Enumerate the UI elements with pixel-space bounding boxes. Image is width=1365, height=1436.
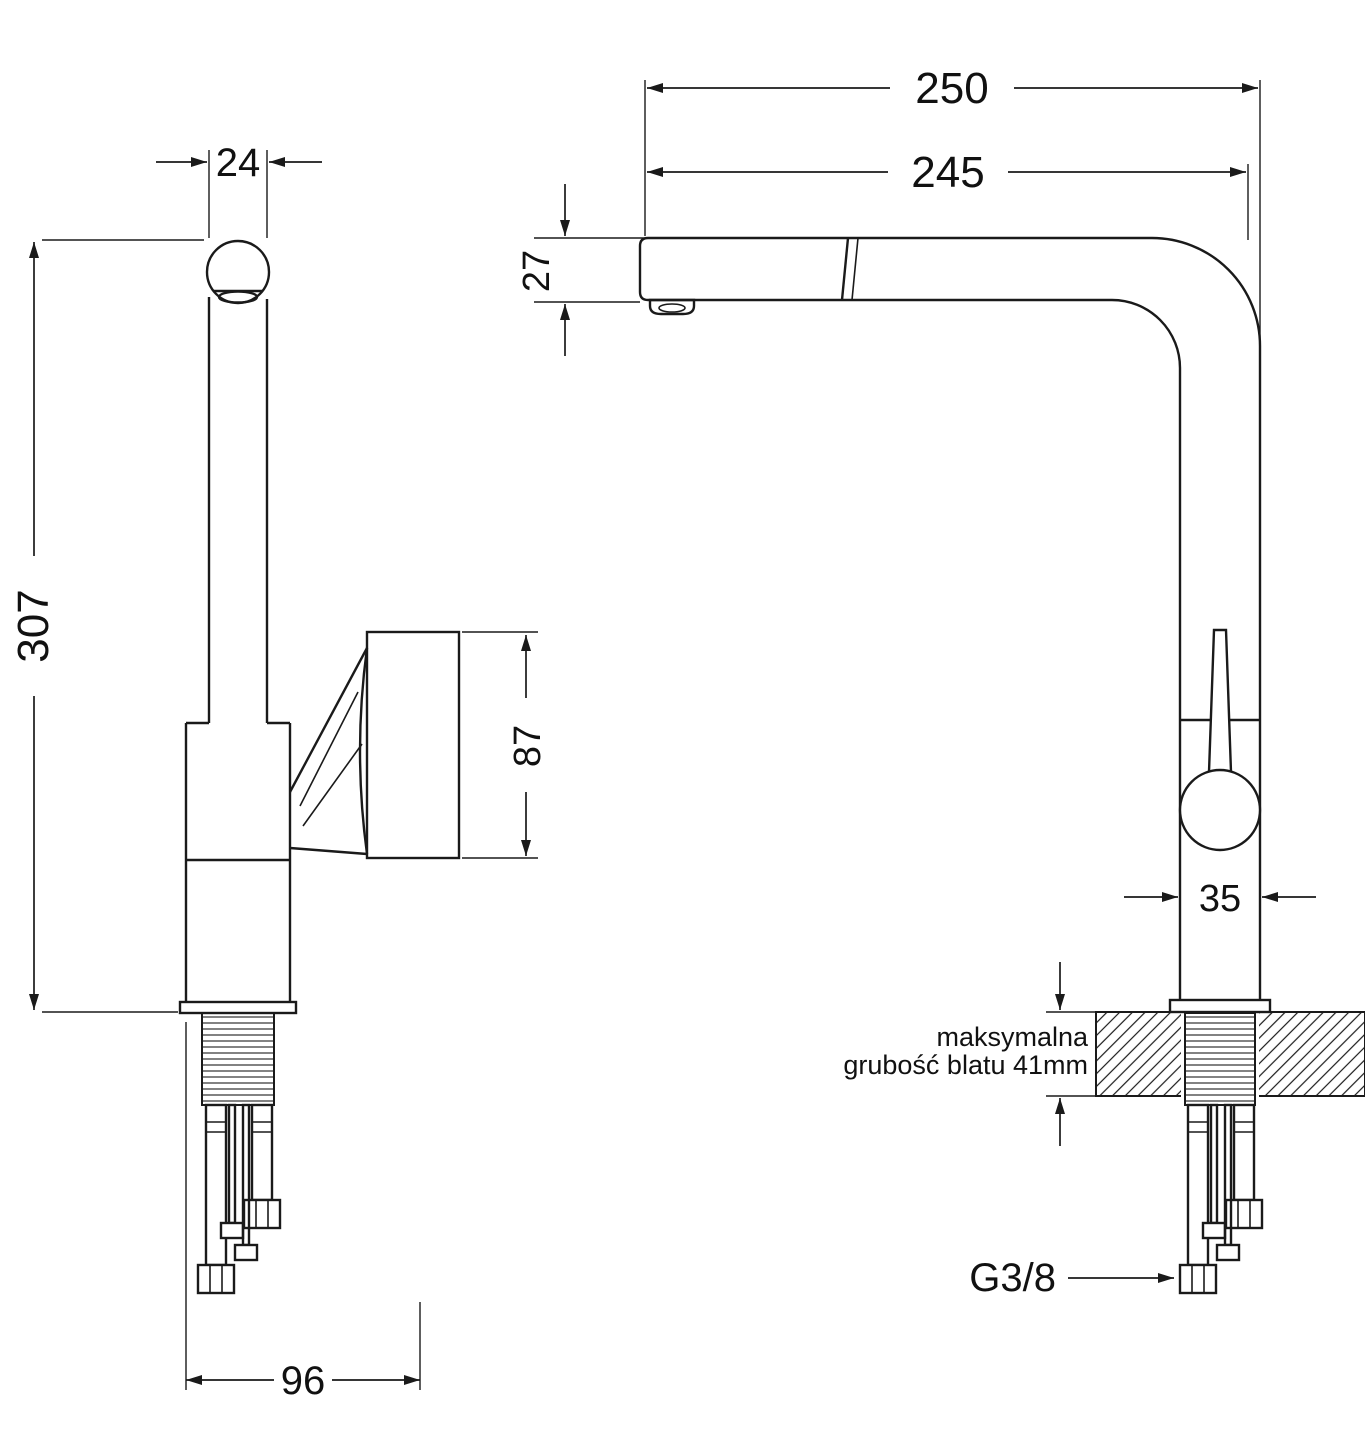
dim-250: 250 [644, 62, 1261, 344]
dim-96-label: 96 [281, 1359, 326, 1403]
threaded-shank [1184, 1012, 1256, 1106]
dim-87-label: 87 [507, 725, 549, 767]
spout-outlet-circle [205, 239, 271, 305]
dim-307: 307 [9, 239, 204, 1013]
hose-left [204, 1103, 228, 1267]
handle-lever-front [1207, 628, 1233, 774]
dim-35-label: 35 [1199, 878, 1241, 920]
handle-lever-side [365, 630, 461, 860]
stud-nut [233, 1243, 259, 1262]
mounting-hardware-side [196, 1103, 282, 1295]
dim-250-label: 250 [915, 64, 988, 113]
counter-note-line1: maksymalna [936, 1022, 1089, 1052]
counter-note-line2: grubość blatu 41mm [843, 1050, 1088, 1080]
dim-24: 24 [156, 141, 322, 238]
dim-307-label: 307 [9, 589, 58, 662]
dim-27-label: 27 [516, 250, 558, 292]
aerator-side [217, 290, 259, 304]
handle-ball-joint [1178, 768, 1262, 852]
handle-cone [288, 647, 369, 856]
pullout-split-line [840, 237, 850, 301]
dim-96: 96 [185, 1022, 421, 1404]
spout-head-end [638, 236, 649, 302]
side-view [178, 239, 461, 1295]
base-flange [1168, 998, 1272, 1014]
mounting-stud [1209, 1103, 1219, 1225]
hose-nut [1178, 1263, 1218, 1295]
hose-nut [196, 1263, 236, 1295]
mounting-stud [227, 1103, 237, 1225]
dim-245-label: 245 [911, 148, 984, 197]
dim-87: 87 [462, 631, 549, 859]
stud-nut [219, 1221, 245, 1240]
aerator-front [648, 298, 696, 316]
dim-27: 27 [516, 184, 646, 356]
dim-24-label: 24 [216, 141, 261, 185]
dim-245: 245 [647, 148, 1249, 240]
thread-size-label: G3/8 [969, 1256, 1056, 1300]
front-view [638, 236, 1365, 1295]
mounting-hardware-front [1178, 1103, 1264, 1295]
spout-outer-curve [1151, 236, 1262, 347]
thread-size-callout: G3/8 [969, 1256, 1174, 1300]
hose-right [250, 1103, 274, 1202]
hose-right [1232, 1103, 1256, 1202]
stud-nut [1215, 1243, 1241, 1262]
spout-inner-curve [1111, 298, 1182, 369]
dim-35: 35 [1124, 876, 1316, 920]
stud-nut [1201, 1221, 1227, 1240]
hose-left [1186, 1103, 1210, 1267]
base-flange [178, 1000, 298, 1015]
threaded-shank [201, 1012, 275, 1106]
countertop-note: maksymalna grubość blatu 41mm [843, 962, 1089, 1146]
